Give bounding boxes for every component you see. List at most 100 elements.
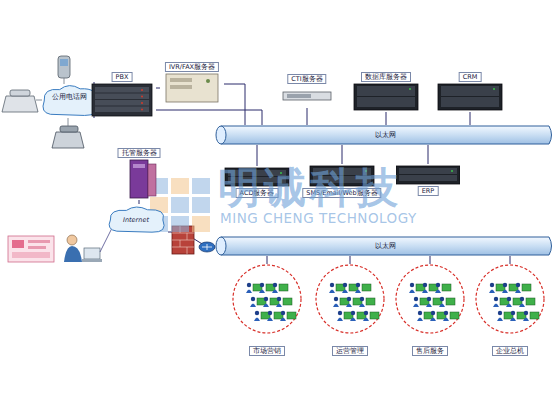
art-shape (64, 78, 65, 84)
agent-group: 市场营销 (228, 264, 306, 356)
art-shape (95, 94, 149, 100)
node-text: PBX (112, 72, 133, 82)
art-shape (280, 172, 282, 174)
art-shape (172, 240, 194, 241)
monitor (442, 284, 451, 291)
user-figure (64, 235, 102, 262)
art-shape (60, 59, 68, 66)
server-node: CRM (434, 72, 506, 112)
agent-body (272, 290, 278, 294)
agent-body (443, 318, 449, 322)
node-text: 托管服务器 (118, 148, 161, 158)
desk-phone (52, 126, 84, 148)
node-shape (391, 264, 469, 356)
agent-head (524, 311, 528, 315)
art-shape (313, 168, 371, 175)
agent-body (435, 290, 441, 294)
art-shape (95, 87, 149, 93)
agent-body (502, 290, 508, 294)
agent-body (280, 318, 286, 322)
node-text: CRM (459, 72, 482, 82)
server-node: 数据库服务器 (350, 72, 422, 112)
agent-head (436, 283, 440, 287)
network-link (267, 256, 268, 264)
art-shape (95, 107, 149, 113)
agent-head (247, 283, 251, 287)
art-shape (12, 252, 50, 258)
agent-body (263, 304, 269, 308)
agent-body (417, 318, 423, 322)
agent-group: 售后服务 (391, 264, 469, 356)
agent-body (413, 304, 419, 308)
network-link (428, 145, 429, 164)
server-icon (438, 84, 502, 110)
art-shape (52, 132, 84, 148)
node-text: Internet (104, 216, 168, 224)
agent-body (329, 290, 335, 294)
agent-head (414, 297, 418, 301)
agent-body (519, 304, 525, 308)
server-node: ACD服务器 (222, 166, 292, 198)
art-shape (202, 244, 212, 250)
agent-head (360, 297, 364, 301)
network-link (350, 256, 351, 264)
agent-head (255, 311, 259, 315)
agent-head (260, 283, 264, 287)
art-shape (438, 84, 502, 110)
art-shape (199, 242, 215, 252)
agent-head (356, 283, 360, 287)
art-shape (148, 164, 156, 196)
art-shape (399, 175, 457, 181)
art-shape (141, 89, 143, 91)
agent-head (281, 311, 285, 315)
art-shape (171, 197, 189, 213)
art-shape (187, 233, 188, 240)
agent-head (431, 311, 435, 315)
agent-head (273, 283, 277, 287)
art-shape (166, 74, 218, 102)
node-shape (311, 264, 389, 356)
internet-wire (100, 228, 112, 252)
node-text: IVR/FAX服务器 (165, 62, 219, 72)
node-text: ERP (418, 186, 439, 196)
node-text: 售后服务 (412, 346, 448, 356)
art-shape (28, 240, 50, 243)
agent-head (494, 297, 498, 301)
node-text: 企业总机 (492, 346, 528, 356)
art-shape (192, 197, 210, 213)
art-shape (441, 97, 499, 107)
agent-head (507, 297, 511, 301)
agent-head (251, 297, 255, 301)
art-shape (141, 109, 143, 111)
agent-head (264, 297, 268, 301)
agent-head (364, 311, 368, 315)
node-shape (471, 264, 549, 356)
group-circle (233, 265, 301, 333)
network-link (430, 256, 431, 264)
watermark-text: MING CHENG TECHNOLOGY (220, 210, 417, 226)
node-text: 运营管理 (332, 346, 368, 356)
art-shape (92, 84, 152, 116)
art-shape (313, 176, 371, 183)
server-icon (92, 84, 152, 116)
monitor (279, 284, 288, 291)
agent-head (440, 297, 444, 301)
art-shape (228, 177, 286, 183)
art-shape (60, 126, 78, 132)
agent-head (444, 311, 448, 315)
art-shape (170, 85, 192, 89)
agent-group: 企业总机 (471, 264, 549, 356)
agent-head (334, 297, 338, 301)
agent-body (333, 304, 339, 308)
agent-head (268, 311, 272, 315)
server-icon (225, 168, 289, 186)
band-end (216, 237, 226, 255)
agent-head (516, 283, 520, 287)
art-shape (187, 247, 188, 254)
art-shape (172, 233, 194, 234)
agent-head (511, 311, 515, 315)
server-icon (310, 166, 374, 186)
agent-body (346, 304, 352, 308)
mobile-phone (58, 56, 70, 78)
